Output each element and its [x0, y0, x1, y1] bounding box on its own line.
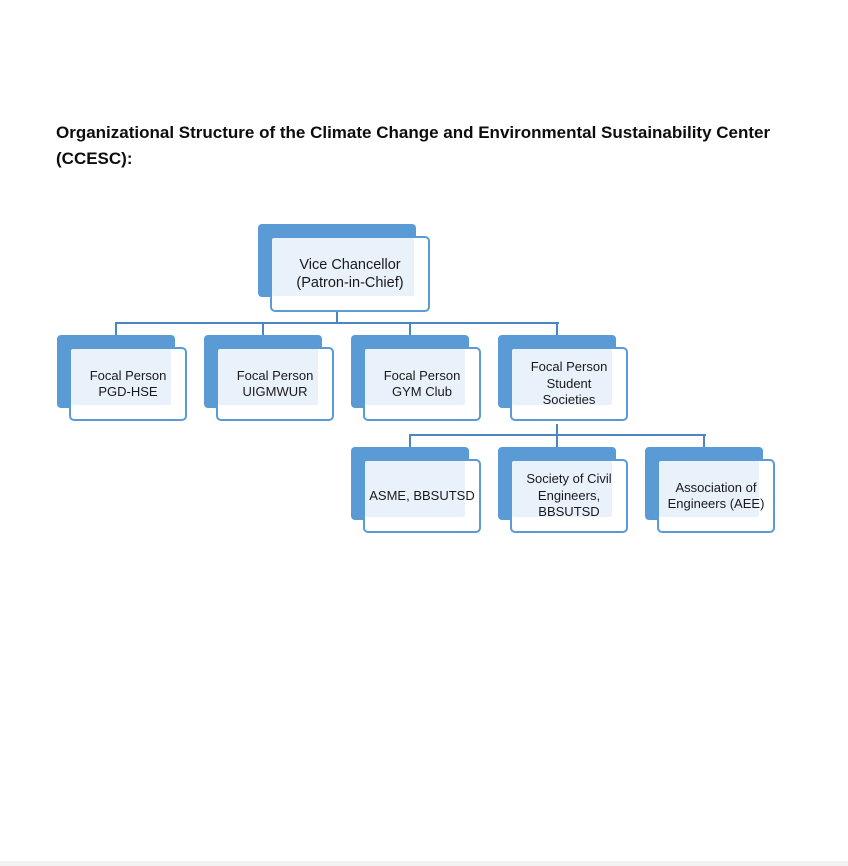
node-label-line: ASME, BBSUTSD	[369, 487, 475, 503]
node-label-line: Focal Person	[89, 367, 167, 383]
node-label: Focal Person PGD-HSE	[69, 347, 187, 421]
connector-level2-drop-1	[409, 434, 411, 447]
node-box	[270, 236, 430, 312]
node-label-line: UIGMWUR	[242, 384, 308, 399]
node-label: Focal Person Student Societies	[510, 347, 628, 421]
node-label-line: Society of Civil	[526, 471, 612, 487]
node-box	[363, 459, 481, 533]
connector-level1-drop-4	[556, 322, 558, 335]
node-label-line: Societies	[542, 392, 596, 408]
node-label-line: Focal Person	[236, 367, 314, 383]
node-label-line: Student	[546, 375, 592, 391]
node-label-line: PGD-HSE	[98, 384, 158, 399]
node-label: Society of Civil Engineers, BBSUTSD	[510, 459, 628, 533]
node-label-line: Engineers (AEE)	[667, 496, 765, 511]
connector-level1-bar	[115, 322, 559, 324]
connector-level1-drop-1	[115, 322, 117, 335]
connector-societies-stem	[556, 424, 558, 435]
node-box	[69, 347, 187, 421]
node-box	[510, 459, 628, 533]
connector-level1-drop-3	[409, 322, 411, 335]
page-bottom-edge	[0, 861, 848, 866]
node-label-line: Association of	[675, 479, 757, 495]
node-label-line: Focal Person	[383, 367, 461, 383]
node-box	[510, 347, 628, 421]
node-box	[657, 459, 775, 533]
node-label: Focal Person GYM Club	[363, 347, 481, 421]
node-label-line: GYM Club	[392, 384, 452, 399]
node-label-line: Focal Person	[530, 359, 608, 375]
connector-root-stem	[336, 312, 338, 323]
connector-level2-drop-2	[556, 434, 558, 447]
node-label-line: (Patron-in-Chief)	[296, 275, 404, 291]
node-box	[216, 347, 334, 421]
node-label-line: BBSUTSD	[538, 504, 600, 520]
node-label-line: Engineers,	[537, 487, 601, 503]
node-label-line: Vice Chancellor	[299, 257, 401, 273]
node-label: Association of Engineers (AEE)	[657, 459, 775, 533]
connector-level2-drop-3	[703, 434, 705, 447]
page-heading: Organizational Structure of the Climate …	[56, 123, 771, 168]
node-label: Focal Person UIGMWUR	[216, 347, 334, 421]
connector-level1-drop-2	[262, 322, 264, 335]
node-label: Vice Chancellor (Patron-in-Chief)	[270, 236, 430, 312]
node-box	[363, 347, 481, 421]
node-label: ASME, BBSUTSD	[363, 459, 481, 533]
